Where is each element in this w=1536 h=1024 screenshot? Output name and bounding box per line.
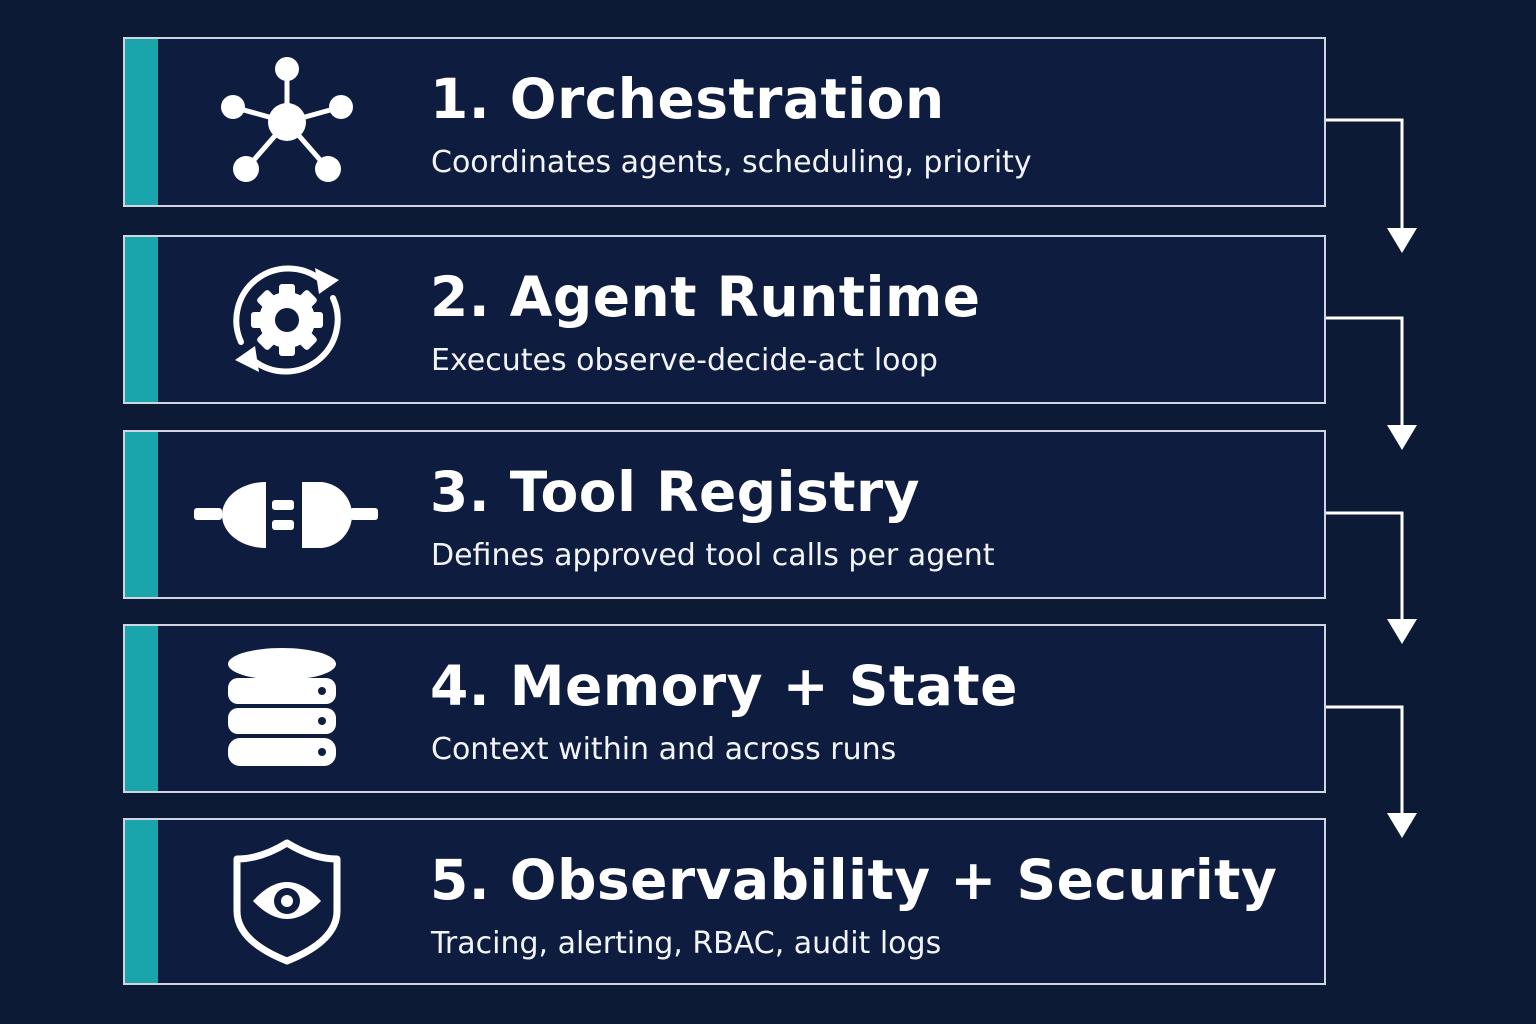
arrowhead bbox=[1387, 619, 1417, 644]
layer-description: Defines approved tool calls per agent bbox=[431, 538, 995, 573]
arrow-3-to-4 bbox=[1326, 511, 1404, 622]
network-hub-icon bbox=[187, 52, 387, 192]
layer-title: 4. Memory + State bbox=[430, 654, 1018, 718]
arrow-1-to-2 bbox=[1326, 118, 1404, 232]
layer-description: Executes observe-decide-act loop bbox=[431, 343, 938, 378]
gear-cycle-icon bbox=[187, 250, 387, 390]
layer-description: Context within and across runs bbox=[431, 732, 897, 767]
arrow-4-to-5 bbox=[1326, 705, 1404, 816]
layer-agent-runtime: 2. Agent Runtime Executes observe-decide… bbox=[123, 235, 1326, 404]
database-icon bbox=[187, 639, 387, 779]
layer-accent-bar bbox=[125, 432, 158, 597]
layer-description: Tracing, alerting, RBAC, audit logs bbox=[431, 926, 942, 961]
layer-description: Coordinates agents, scheduling, priority bbox=[431, 145, 1032, 180]
layer-accent-bar bbox=[125, 820, 158, 983]
layer-observability-security: 5. Observability + Security Tracing, ale… bbox=[123, 818, 1326, 985]
layer-tool-registry: 3. Tool Registry Defines approved tool c… bbox=[123, 430, 1326, 599]
layer-orchestration: 1. Orchestration Coordinates agents, sch… bbox=[123, 37, 1326, 207]
arrowhead bbox=[1387, 813, 1417, 838]
layer-accent-bar bbox=[125, 39, 158, 205]
layer-title: 2. Agent Runtime bbox=[430, 265, 981, 329]
arrowhead bbox=[1387, 228, 1417, 253]
arrowhead bbox=[1387, 425, 1417, 450]
plug-connector-icon bbox=[187, 445, 387, 585]
layer-memory-state: 4. Memory + State Context within and acr… bbox=[123, 624, 1326, 793]
layer-accent-bar bbox=[125, 626, 158, 791]
layer-title: 1. Orchestration bbox=[430, 67, 945, 131]
arrow-2-to-3 bbox=[1326, 316, 1404, 428]
layer-accent-bar bbox=[125, 237, 158, 402]
layer-title: 3. Tool Registry bbox=[430, 460, 920, 524]
shield-eye-icon bbox=[187, 832, 387, 972]
layer-title: 5. Observability + Security bbox=[430, 848, 1278, 912]
